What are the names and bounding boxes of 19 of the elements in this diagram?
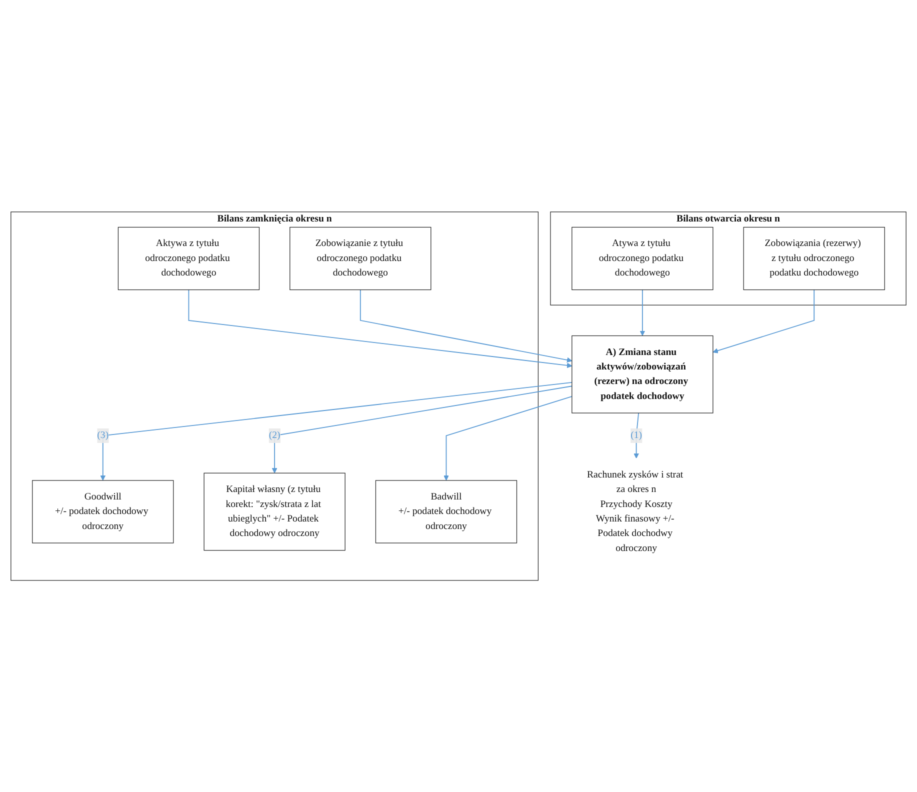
arrow bbox=[712, 289, 815, 354]
node-box: Zobowiązania (rezerwy) z tytułu odroczonego podatku dochodowego bbox=[743, 226, 885, 290]
arrow bbox=[444, 396, 572, 481]
arrow bbox=[272, 386, 572, 474]
arrow bbox=[100, 382, 572, 481]
node-box: Atywa z tytułu odroczonego podatku dochodowego bbox=[572, 226, 714, 290]
edge-label: (3) bbox=[97, 430, 109, 440]
node-box: Zobowiązanie z tytułu odroczonego podatku dochodowego bbox=[290, 226, 432, 290]
node-text: Rachunek zysków i strat za okres n Przychody Koszty Wynik finasowy +/- Podatek dochodwy odroczony bbox=[586, 469, 684, 554]
node-box: Kapitał własny (z tytułu korekt: "zysk/strata z lat ubieglych" +/- Podatek dochodowy odroczony bbox=[204, 472, 346, 550]
node-box: A) Zmiana stanu aktywów/zobowiązań (rezerw) na odroczony podatek dochodowy bbox=[572, 335, 714, 414]
arrow bbox=[640, 289, 646, 336]
node-box: Aktywa z tytułu odroczonego podatku dochodowego bbox=[118, 226, 260, 290]
node-box: Badwill +/- podatek dochodowy odroczony bbox=[375, 480, 518, 544]
edge-label: (1) bbox=[630, 430, 642, 440]
arrow bbox=[188, 289, 572, 368]
arrow bbox=[360, 289, 572, 362]
node-box: Goodwill +/- podatek dochodowy odroczony bbox=[32, 480, 174, 544]
edge-label: (2) bbox=[268, 430, 280, 440]
